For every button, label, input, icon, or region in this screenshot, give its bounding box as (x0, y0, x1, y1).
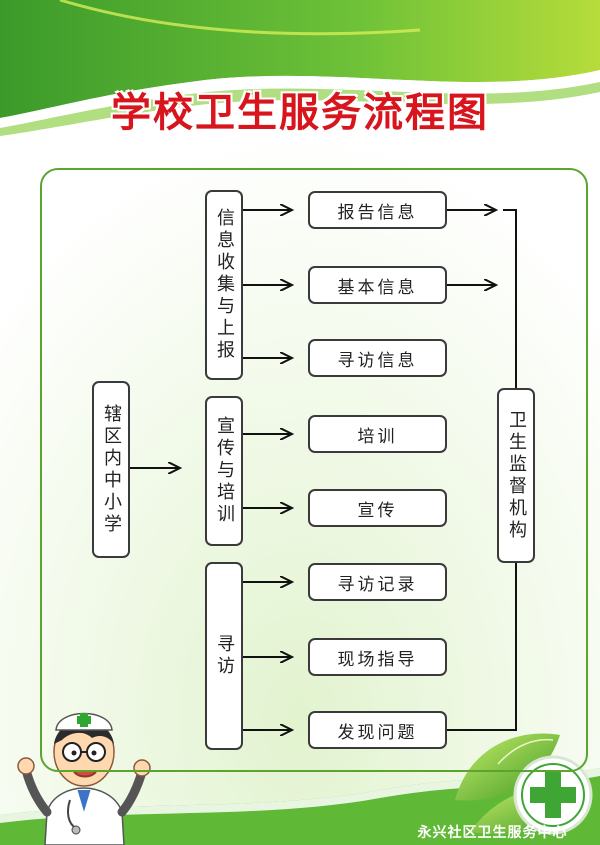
target-bracket-top (503, 209, 517, 388)
item-label: 现场指导 (337, 649, 418, 670)
item-box: 寻访记录 (308, 563, 447, 601)
flowchart-frame (40, 168, 588, 772)
group-box-publicity-training: 宣传与培训 (205, 396, 243, 546)
group-label-visit: 寻访 (214, 634, 235, 678)
item-label: 发现问题 (337, 722, 418, 743)
item-label: 基本信息 (337, 277, 418, 298)
item-box: 基本信息 (308, 266, 447, 304)
footer-organization: 永兴社区卫生服务中心 (417, 825, 568, 841)
source-box: 辖区内中小学 (92, 381, 130, 558)
item-box: 报告信息 (308, 191, 447, 229)
target-bracket-bottom (447, 563, 517, 731)
page-title: 学校卫生服务流程图 (111, 90, 489, 136)
item-box: 现场指导 (308, 638, 447, 676)
item-label: 培训 (357, 426, 398, 447)
group-box-info-collection: 信息收集与上报 (205, 190, 243, 380)
source-label: 辖区内中小学 (101, 403, 122, 536)
item-label: 寻访记录 (337, 574, 418, 595)
item-box: 培训 (308, 415, 447, 453)
target-label: 卫生监督机构 (506, 409, 527, 542)
group-label-info-collection: 信息收集与上报 (214, 208, 235, 362)
item-label: 宣传 (357, 500, 398, 521)
item-box: 宣传 (308, 489, 447, 527)
group-label-publicity-training: 宣传与培训 (214, 416, 235, 526)
group-box-visit: 寻访 (205, 562, 243, 750)
doctor-cartoon-icon (17, 712, 151, 845)
item-label: 寻访信息 (337, 350, 418, 371)
item-label: 报告信息 (337, 202, 418, 223)
medical-cross-logo (513, 755, 593, 835)
item-box: 发现问题 (308, 711, 447, 749)
item-box: 寻访信息 (308, 339, 447, 377)
target-box: 卫生监督机构 (497, 388, 535, 563)
